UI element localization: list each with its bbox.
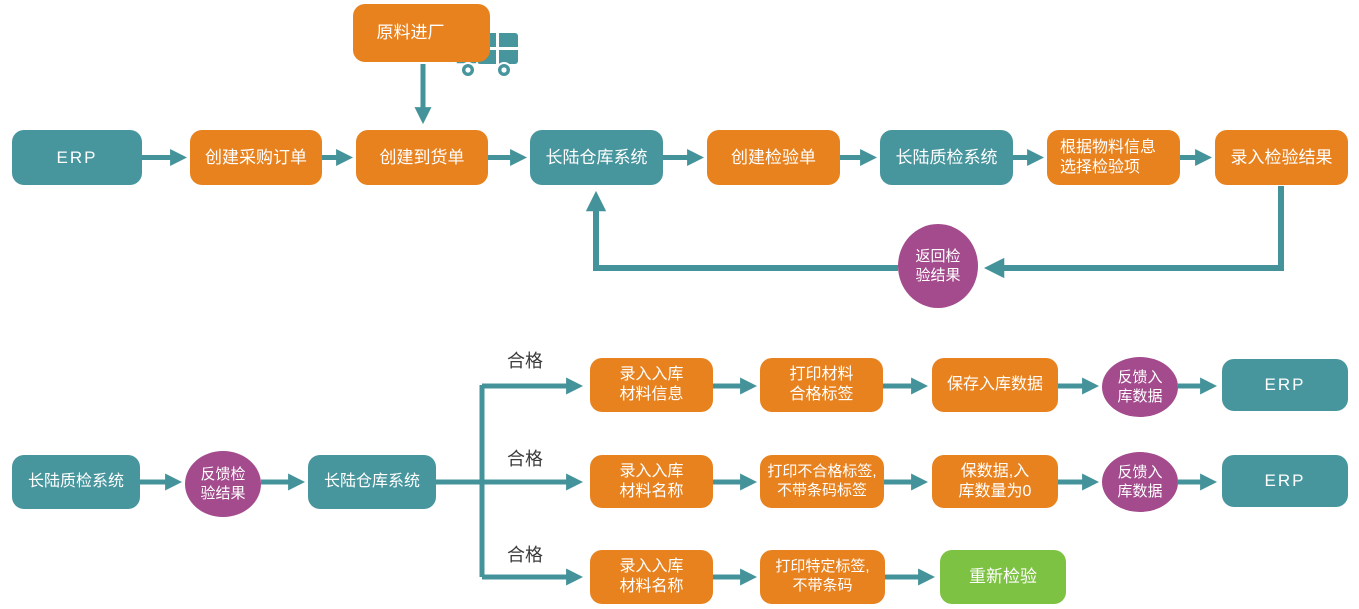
node-b1-feedback-inbound-data: 反馈入 库数据 [1102, 357, 1178, 417]
node-b2-enter-material-name: 录入入库 材料名称 [590, 455, 713, 508]
node-b3-reinspect: 重新检验 [940, 550, 1066, 604]
node-warehouse-system-top: 长陆仓库系统 [530, 130, 663, 185]
node-qc-system-top: 长陆质检系统 [880, 130, 1013, 185]
branch1-condition-label: 合格 [507, 351, 543, 371]
arrow-return-to-warehouse [585, 190, 898, 271]
branch2-condition-label: 合格 [507, 449, 543, 469]
node-b3-print-special-label: 打印特定标签, 不带条码 [760, 550, 885, 604]
node-raw-material-arrival: 原料进厂 [353, 4, 490, 62]
branch3-condition-label: 合格 [507, 545, 543, 565]
node-b1-enter-material-info: 录入入库 材料信息 [590, 358, 713, 412]
node-qc-system-bottom: 长陆质检系统 [12, 455, 140, 509]
arrow-results-to-return [983, 186, 1284, 279]
node-b2-feedback-inbound-data: 反馈入 库数据 [1102, 452, 1178, 512]
node-return-inspection-results: 返回检 验结果 [898, 224, 978, 308]
node-select-inspection-items: 根据物料信息 选择检验项 [1047, 130, 1180, 185]
node-create-inspection-order: 创建检验单 [707, 130, 840, 185]
node-erp-start: ERP [12, 130, 142, 185]
node-b1-print-qualified-label: 打印材料 合格标签 [760, 358, 883, 412]
node-b2-erp-end: ERP [1222, 455, 1348, 507]
node-b1-erp-end: ERP [1222, 359, 1348, 411]
node-create-purchase-order: 创建采购订单 [190, 130, 322, 185]
node-b3-enter-material-name: 录入入库 材料名称 [590, 550, 713, 604]
node-warehouse-system-bottom: 长陆仓库系统 [308, 455, 436, 509]
node-b2-save-data-qty-zero: 保数据,入 库数量为0 [932, 455, 1058, 508]
node-feedback-inspection-results: 反馈检 验结果 [185, 451, 261, 517]
node-create-arrival-note: 创建到货单 [356, 130, 488, 185]
node-b1-save-inbound-data: 保存入库数据 [932, 358, 1058, 412]
node-enter-inspection-results: 录入检验结果 [1215, 130, 1348, 185]
node-b2-print-unqualified-label: 打印不合格标签, 不带条码标签 [760, 455, 884, 508]
